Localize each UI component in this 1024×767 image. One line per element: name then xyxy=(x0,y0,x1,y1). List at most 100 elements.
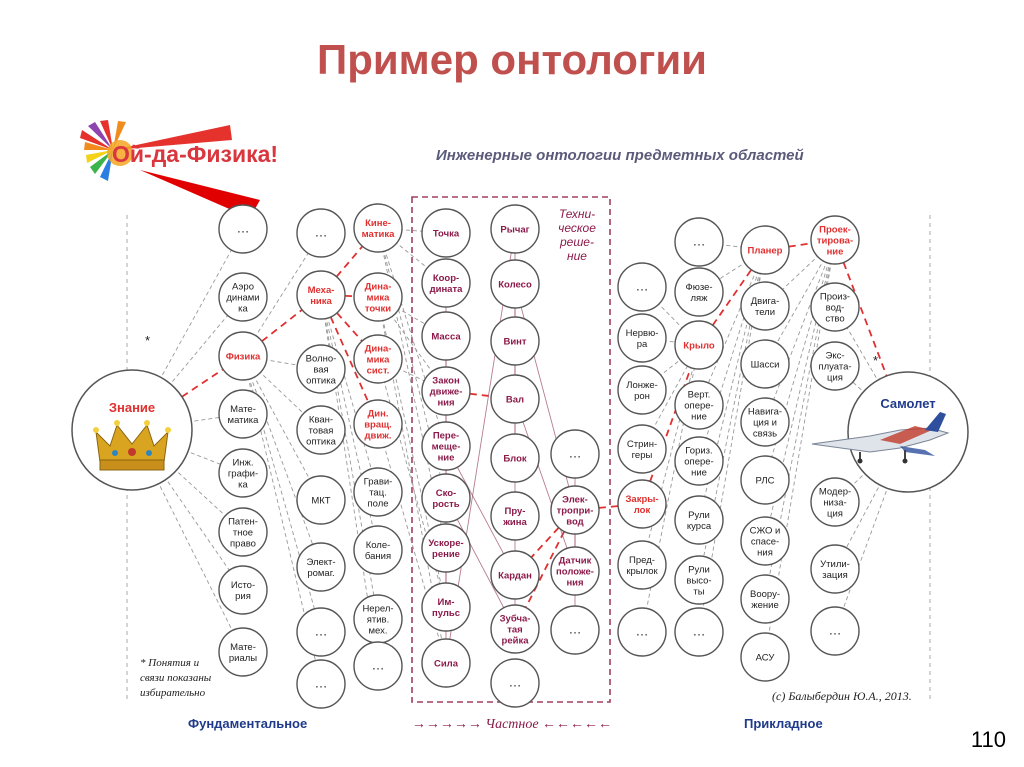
node-label: Произ- xyxy=(820,292,850,303)
node-label: Пру- xyxy=(505,506,526,517)
node-sila: Сила xyxy=(422,639,470,687)
node-label: Винт xyxy=(503,337,526,348)
node-label: мика xyxy=(367,355,391,366)
technical-solution-line: Техни- xyxy=(559,207,595,221)
knowledge-label: Знание xyxy=(109,400,155,415)
node-label: матика xyxy=(362,229,395,240)
node-blok: Блок xyxy=(491,434,539,482)
star-marker-left: * xyxy=(145,333,150,348)
node-label: рейка xyxy=(502,636,530,647)
node-skor: Ско-рость xyxy=(422,474,470,522)
node-label: вращ. xyxy=(364,420,392,431)
node-label: Аэро xyxy=(232,282,254,293)
node-goriz: Гориз.опере-ние xyxy=(675,437,723,485)
node-fizika: Физика xyxy=(219,332,267,380)
node-kinem: Кине-матика xyxy=(354,204,402,252)
node-label: РЛС xyxy=(756,476,775,487)
node-matem: Мате-матика xyxy=(219,390,267,438)
node-label: Патен- xyxy=(228,517,258,528)
axis-particular: →→→→→ Частное ←←←←← xyxy=(412,717,612,732)
node-label: меще- xyxy=(432,442,461,453)
technical-solution-line: ческое xyxy=(558,221,596,235)
node-label: пульс xyxy=(432,608,460,619)
node-label: крылок xyxy=(626,566,658,577)
node-perem: Пере-меще-ние xyxy=(422,422,470,470)
node-label: ятив. xyxy=(367,615,390,626)
node-label: Стрин- xyxy=(627,439,657,450)
node-label: оптика xyxy=(306,437,336,448)
node-label: Мате- xyxy=(230,642,256,653)
node-label: движ. xyxy=(364,431,391,442)
node-label: Закон xyxy=(432,376,460,387)
node-impuls: Им-пульс xyxy=(422,583,470,631)
node-rulikursa: Руликурса xyxy=(675,496,723,544)
node-label: Блок xyxy=(503,454,527,465)
node-elektromag: Элект-ромаг. xyxy=(297,543,345,591)
axis-fundamental: Фундаментальное xyxy=(188,716,307,731)
node-label: Ускоре- xyxy=(428,538,463,549)
node-proekt: Проек-тирова-ние xyxy=(811,216,859,264)
node-label: Коор- xyxy=(433,273,459,284)
node-label: высо- xyxy=(686,576,711,587)
node-rls: РЛС xyxy=(741,456,789,504)
node-zakrylok: Закры-лок xyxy=(618,480,666,528)
node-dvigat: Двига-тели xyxy=(741,282,789,330)
node-label: геры xyxy=(632,450,653,461)
node-mehan: Меха-ника xyxy=(297,271,345,319)
node-aero: Аэродинамика xyxy=(219,273,267,321)
node-label: Колесо xyxy=(498,280,532,291)
node-label: тропри- xyxy=(557,506,594,517)
node-label: товая xyxy=(309,426,334,437)
node-label: Фюзе- xyxy=(685,282,712,293)
node-label: ния xyxy=(437,398,454,409)
node-c8a: … xyxy=(675,218,723,266)
node-lonzh: Лонже-рон xyxy=(618,366,666,414)
node-label: АСУ xyxy=(756,653,776,664)
node-nervura: Нервю-ра xyxy=(618,314,666,362)
node-gravit: Грави-тац.поле xyxy=(354,468,402,516)
node-c2c: … xyxy=(297,660,345,708)
node-label: ка xyxy=(238,304,248,315)
node-label: ние xyxy=(438,453,455,464)
node-asu: АСУ xyxy=(741,633,789,681)
node-stringer: Стрин-геры xyxy=(618,425,666,473)
node-label: Воору- xyxy=(750,589,780,600)
node-planer: Планер xyxy=(741,226,789,274)
node-vint: Винт xyxy=(491,317,539,365)
node-label: Коле- xyxy=(366,540,391,551)
edge-mehan-gravit xyxy=(321,295,378,492)
node-label: Шасси xyxy=(751,360,780,371)
node-label: … xyxy=(693,234,706,249)
node-c3a: … xyxy=(354,642,402,690)
aircraft-label: Самолет xyxy=(880,396,935,411)
node-label: рия xyxy=(235,591,251,602)
node-szho: СЖО испасе-ния xyxy=(741,517,789,565)
node-label: Верт. xyxy=(688,390,711,401)
diagram-subtitle: Инженерные онтологии предметных областей xyxy=(436,147,804,164)
node-navig: Навига-ция исвязь xyxy=(741,398,789,446)
node-label: Крыло xyxy=(683,341,715,352)
edge-val-datchik xyxy=(515,399,575,571)
node-label: право xyxy=(230,539,256,550)
node-label: Кине- xyxy=(365,218,391,229)
node-label: тирова- xyxy=(817,236,853,247)
node-label: Проек- xyxy=(819,225,851,236)
node-label: ние xyxy=(691,412,707,423)
node-label: ника xyxy=(310,296,332,307)
node-mkt: МКТ xyxy=(297,476,345,524)
node-val: Вал xyxy=(491,375,539,423)
node-label: тая xyxy=(507,625,522,636)
node-label: сист. xyxy=(367,366,390,377)
node-tochka: Точка xyxy=(422,209,470,257)
logo: Ой-да-Физика! xyxy=(80,120,278,218)
node-label: ка xyxy=(238,480,248,491)
node-uskor: Ускоре-рение xyxy=(422,524,470,572)
node-label: … xyxy=(315,624,328,639)
node-dinvr: Дин.вращ.движ. xyxy=(354,400,402,448)
node-label: рение xyxy=(432,549,460,560)
footnote-line: * Понятия и xyxy=(140,657,200,669)
